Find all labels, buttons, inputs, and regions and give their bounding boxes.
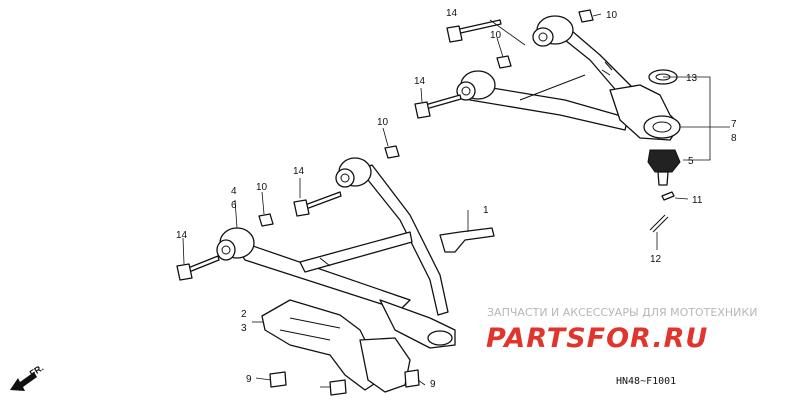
- callout-1: 1: [483, 205, 489, 216]
- front-label: FR.: [28, 363, 46, 379]
- callout-numbers: 1 2 3 4 5 6 7 8 9 9 10 10 10 10 11 12 13…: [176, 8, 737, 390]
- callout-12: 12: [650, 254, 662, 265]
- lower-arm: [176, 145, 495, 396]
- callout-7: 7: [731, 119, 737, 130]
- callout-10c: 10: [377, 117, 389, 128]
- callout-14c: 14: [293, 166, 305, 177]
- watermark-subtitle: ЗАПЧАСТИ И АКСЕССУАРЫ ДЛЯ МОТОТЕХНИКИ: [487, 306, 757, 319]
- callout-6: 6: [231, 200, 237, 211]
- callout-3: 3: [241, 323, 247, 334]
- callout-14b: 14: [414, 76, 426, 87]
- callout-13: 13: [686, 73, 698, 84]
- leader-lines: [182, 13, 730, 388]
- watermark-brand: PARTSFOR.RU: [486, 323, 708, 354]
- callout-10d: 10: [256, 182, 268, 193]
- callout-4: 4: [231, 186, 237, 197]
- callout-10a: 10: [606, 10, 618, 21]
- callout-10b: 10: [490, 30, 502, 41]
- front-arrow-icon: [10, 372, 37, 391]
- callout-9a: 9: [246, 374, 252, 385]
- callout-14d: 14: [176, 230, 188, 241]
- callout-14a: 14: [446, 8, 458, 19]
- front-direction-indicator: FR.: [10, 363, 45, 391]
- diagram-code: HN48~F1001: [616, 376, 676, 387]
- callout-2: 2: [241, 309, 247, 320]
- callout-9b: 9: [430, 379, 436, 390]
- watermark: ЗАПЧАСТИ И АКСЕССУАРЫ ДЛЯ МОТОТЕХНИКИ PA…: [486, 306, 757, 354]
- upper-arm: [414, 9, 681, 233]
- callout-11: 11: [692, 195, 703, 206]
- callout-5: 5: [688, 156, 694, 167]
- callout-8: 8: [731, 133, 737, 144]
